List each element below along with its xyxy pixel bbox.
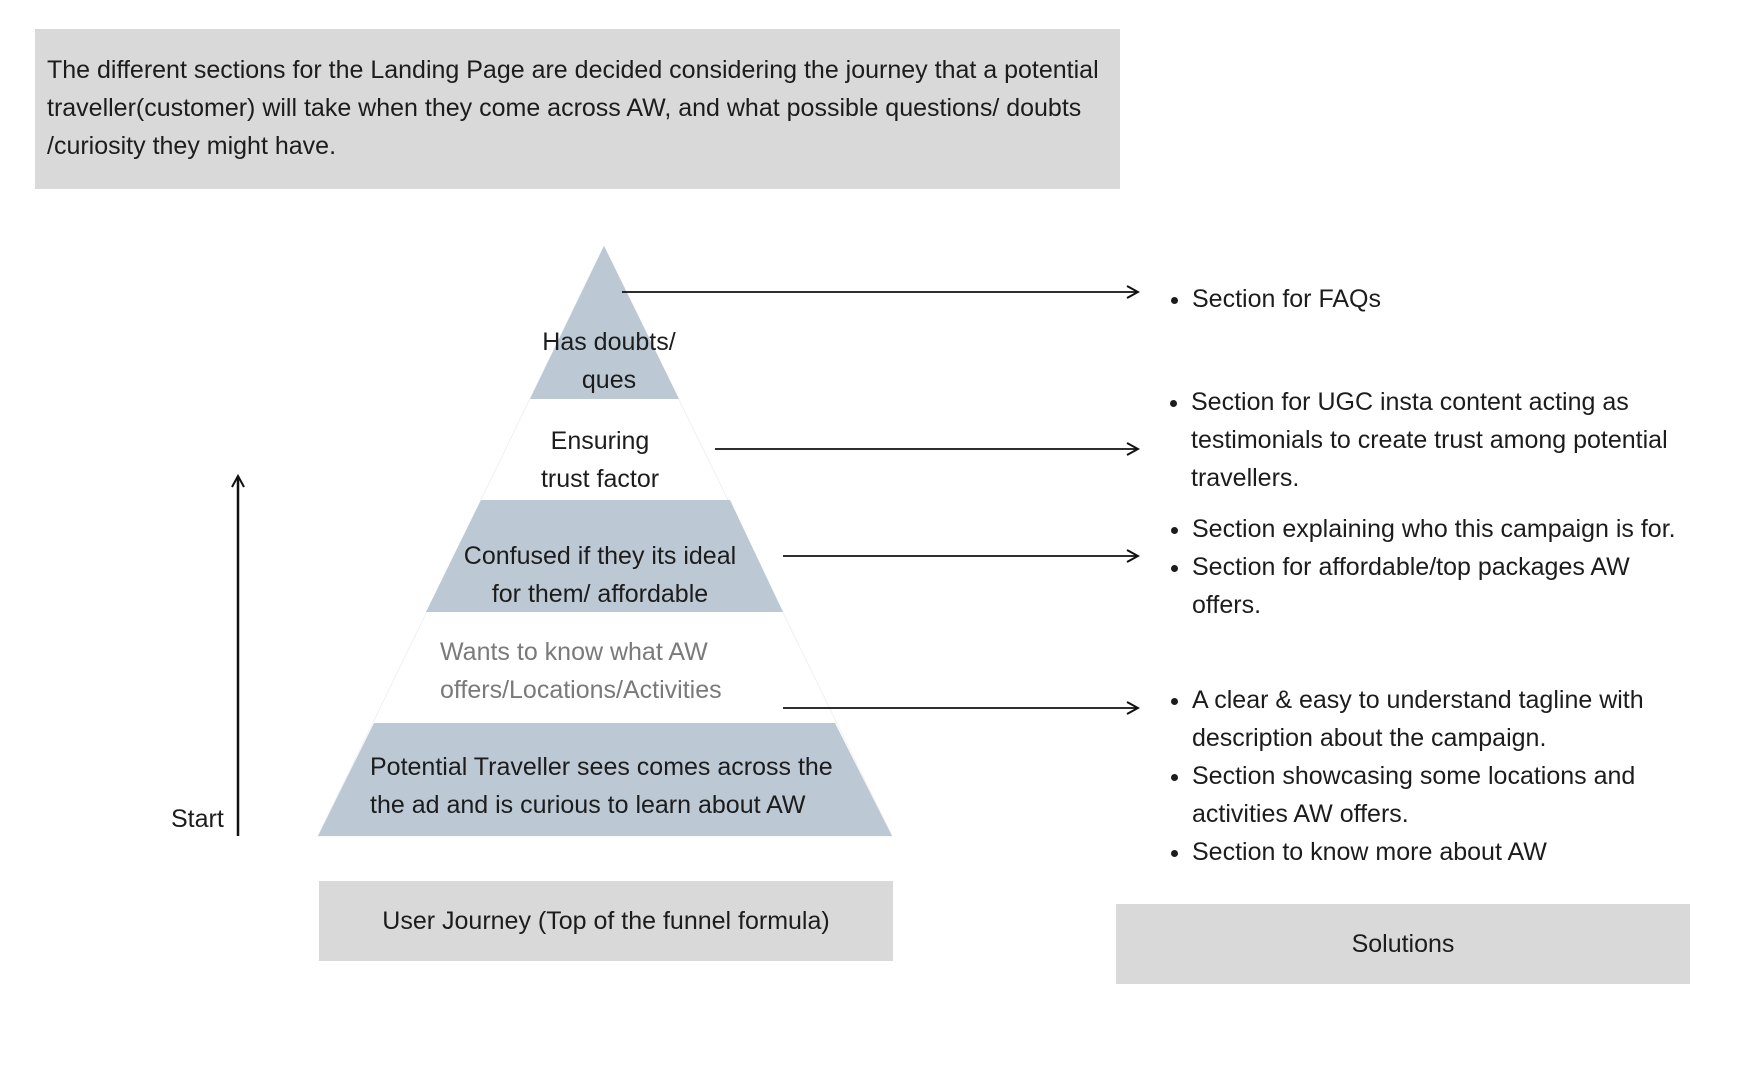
intro-note: The different sections for the Landing P… [35,29,1120,189]
level-ideal-line2: for them/ affordable [491,580,709,608]
pyramid-tier-bottom [318,723,892,836]
pyramid-tier-middle [426,500,783,612]
level-doubts-line2: ques [581,366,637,394]
solution-group-ideal: Section explaining who this campaign is … [1164,510,1692,624]
solution-group-offers: A clear & easy to understand tagline wit… [1164,681,1692,871]
solution-item: Section for affordable/top packages AW o… [1192,548,1692,624]
level-trust-line2: trust factor [540,465,660,493]
level-curious: Potential Traveller sees comes across th… [370,748,860,824]
start-label: Start [171,805,224,833]
level-doubts-line1: Has doubts/ [542,328,676,356]
level-ideal: Confused if they its ideal for them/ aff… [440,537,760,613]
level-offers-line2: offers/Locations/Activities [440,676,722,704]
solution-group-faqs: Section for FAQs [1164,280,1692,318]
level-offers-line1: Wants to know what AW [440,638,708,666]
solution-item: Section to know more about AW [1192,833,1692,871]
solution-item: A clear & easy to understand tagline wit… [1192,681,1692,757]
level-curious-line1: Potential Traveller sees comes across th… [370,753,833,781]
solution-item: Section for UGC insta content acting as … [1191,383,1691,497]
pyramid-tier-top [530,246,679,399]
level-doubts: Has doubts/ ques [524,323,694,399]
level-trust-line1: Ensuring [550,427,650,455]
intro-text: The different sections for the Landing P… [47,56,1099,160]
solution-item: Section explaining who this campaign is … [1192,510,1692,548]
level-offers: Wants to know what AW offers/Locations/A… [440,633,770,709]
solutions-caption: Solutions [1116,904,1690,984]
solution-group-trust: Section for UGC insta content acting as … [1163,383,1691,497]
level-ideal-line1: Confused if they its ideal [463,542,737,570]
user-journey-caption: User Journey (Top of the funnel formula) [319,881,893,961]
solutions-caption-text: Solutions [1351,929,1455,958]
level-trust: Ensuring trust factor [510,422,690,498]
user-journey-caption-text: User Journey (Top of the funnel formula) [382,906,830,935]
solution-item: Section for FAQs [1192,280,1692,318]
level-curious-line2: the ad and is curious to learn about AW [370,791,806,819]
solution-item: Section showcasing some locations and ac… [1192,757,1692,833]
